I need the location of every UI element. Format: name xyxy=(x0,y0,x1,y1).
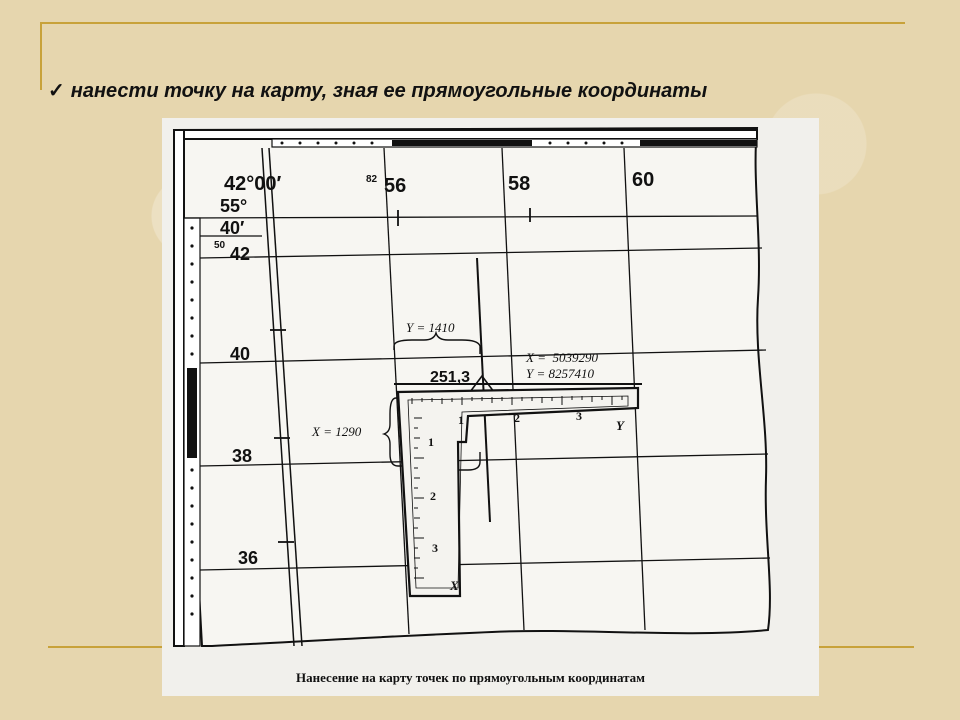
figure-caption: Нанесение на карту точек по прямоугольны… xyxy=(296,670,645,685)
ruler-h-ticks xyxy=(411,396,623,405)
x-grid-label-60: 60 xyxy=(632,169,654,191)
coordinate-ruler xyxy=(396,386,640,598)
frame-top-dots xyxy=(280,140,757,146)
ruler-v-axis-label: X xyxy=(449,578,459,593)
grid-ticks xyxy=(270,208,531,543)
slide-heading: ✓нанести точку на карту, зная ее прямоуг… xyxy=(48,78,707,103)
ruler-inner-edge xyxy=(407,395,629,589)
bottom-accent-line-right xyxy=(819,646,914,648)
map-figure: 42°00′ 55° 40′ 82 50 56 58 60 42 40 38 3… xyxy=(162,118,819,696)
ruler-v-label-1: 1 xyxy=(428,435,434,449)
map-sheet xyxy=(172,126,771,647)
meridian-lines xyxy=(261,147,303,647)
corner-lines xyxy=(183,215,758,237)
x-grid-label-58: 58 xyxy=(508,173,530,195)
corner-lon-label: 42°00′ xyxy=(224,173,281,195)
map-diagram: 42°00′ 55° 40′ 82 50 56 58 60 42 40 38 3… xyxy=(172,126,771,685)
x-brace xyxy=(381,397,406,467)
point-x-label: X = 5039290 xyxy=(525,350,598,365)
corner-lat-min-label: 40′ xyxy=(220,218,244,238)
left-accent-line xyxy=(40,22,42,90)
y-grid-label-40: 40 xyxy=(230,344,250,364)
x-equals-label: X = 1290 xyxy=(311,424,362,439)
x-grid-label-56: 56 xyxy=(384,175,406,197)
grid-horizontal xyxy=(199,247,771,571)
y-grid-label-36: 36 xyxy=(238,548,258,568)
frame-left-bar xyxy=(173,129,185,647)
left-small-label: 50 xyxy=(214,240,226,251)
bottom-accent-line-left xyxy=(48,646,162,648)
ruler-h-axis-label: Y xyxy=(616,418,625,433)
top-small-label: 82 xyxy=(366,174,378,185)
ruler-h-label-2: 2 xyxy=(514,411,520,425)
y-grid-label-42: 42 xyxy=(230,244,250,264)
check-icon: ✓ xyxy=(48,80,65,102)
ruler-v-label-3: 3 xyxy=(432,541,438,555)
point-y-label: Y = 8257410 xyxy=(526,366,595,381)
frame-top-bar xyxy=(173,129,758,140)
top-accent-line xyxy=(40,22,905,24)
y-brace xyxy=(393,330,481,354)
ruler-h-label-1: 1 xyxy=(458,413,464,427)
heading-text: нанести точку на карту, зная ее прямоуго… xyxy=(70,80,708,102)
frame-left-dots xyxy=(187,226,197,616)
y-equals-label: Y = 1410 xyxy=(406,320,455,335)
ruler-h-label-3: 3 xyxy=(576,409,582,423)
corner-lat-deg-label: 55° xyxy=(220,196,247,216)
y-grid-label-38: 38 xyxy=(232,446,252,466)
measure-label: 251,3 xyxy=(430,369,470,386)
ruler-v-label-2: 2 xyxy=(430,489,436,503)
ruler-v-ticks xyxy=(414,417,424,579)
